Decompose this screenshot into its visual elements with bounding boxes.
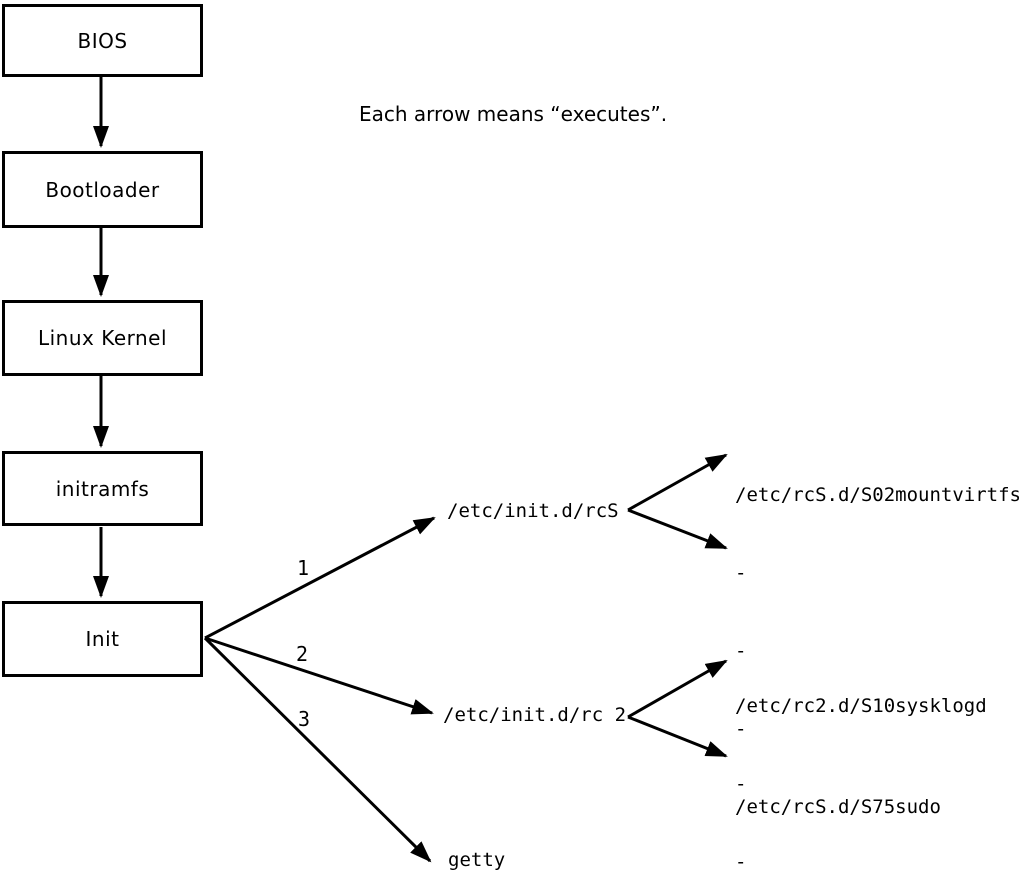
rc2-child-ellipsis-1: - xyxy=(735,773,747,795)
rcs-child-s75sudo: /etc/rcS.d/S75sudo xyxy=(735,796,941,818)
rcs-child-ellipsis-3: - xyxy=(735,718,747,740)
arrow-rcs-to-s75sudo xyxy=(627,508,728,550)
legend-note: Each arrow means “executes”. xyxy=(359,102,668,126)
node-init: Init xyxy=(2,601,203,677)
rcs-child-s02mountvirtfs: /etc/rcS.d/S02mountvirtfs xyxy=(735,484,1021,506)
rc2-child-s10sysklogd: /etc/rc2.d/S10sysklogd xyxy=(735,695,987,717)
node-etc-init-d-rcs: /etc/init.d/rcS xyxy=(447,500,619,522)
node-bios: BIOS xyxy=(2,4,203,77)
rcs-child-ellipsis-1: - xyxy=(735,562,747,584)
node-etc-init-d-rc2: /etc/init.d/rc 2 xyxy=(443,704,627,726)
branch-number-3: 3 xyxy=(298,707,311,731)
node-bios-label: BIOS xyxy=(77,28,128,53)
node-linux-kernel: Linux Kernel xyxy=(2,300,203,376)
branch-number-2: 2 xyxy=(296,642,309,666)
node-getty: getty xyxy=(448,849,506,871)
arrow-init-to-rcs xyxy=(204,516,436,640)
arrow-init-to-rc2 xyxy=(204,636,434,715)
node-bootloader: Bootloader xyxy=(2,151,203,228)
rc2-children-list: /etc/rc2.d/S10sysklogd - - - /etc/rc2.d/… xyxy=(735,641,987,875)
rc2-child-ellipsis-2: - xyxy=(735,851,747,873)
node-initramfs: initramfs xyxy=(2,451,203,526)
node-initramfs-label: initramfs xyxy=(55,476,150,501)
arrow-rc2-to-s10sysklogd xyxy=(627,659,728,719)
node-bootloader-label: Bootloader xyxy=(45,177,160,202)
branch-number-1: 1 xyxy=(297,556,310,580)
node-linux-kernel-label: Linux Kernel xyxy=(37,326,168,350)
arrow-rc2-to-s99gdm xyxy=(627,715,728,758)
rcs-children-list: /etc/rcS.d/S02mountvirtfs - - - /etc/rcS… xyxy=(735,430,1021,872)
rcs-child-ellipsis-2: - xyxy=(735,640,747,662)
arrow-rcs-to-s02mountvirtfs xyxy=(627,453,728,512)
node-init-label: Init xyxy=(85,627,120,651)
arrow-init-to-getty xyxy=(203,636,432,863)
